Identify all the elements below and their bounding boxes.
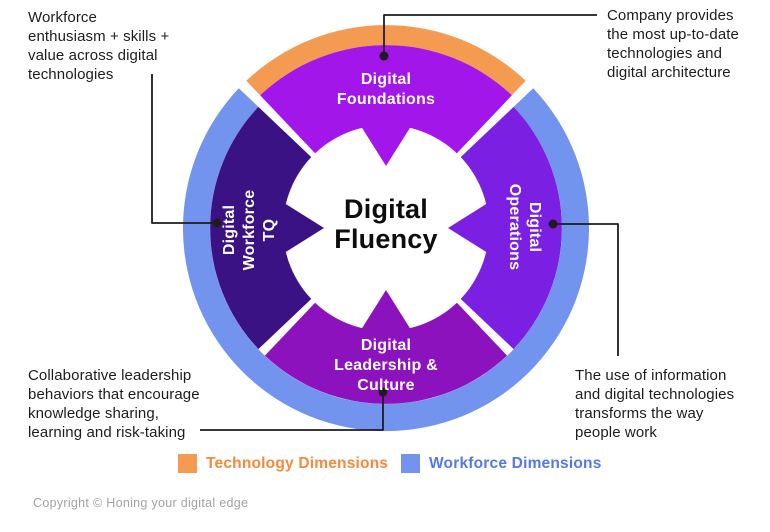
connector-right-dot [548,219,558,229]
legend-workforce: Workforce Dimensions [401,454,602,473]
connector-top-line [383,14,597,56]
arrow-right-icon [448,199,495,257]
segment-label-foundations: Digital Foundations [336,71,436,108]
connector-top-left-dot [212,218,222,228]
legend-workforce-label: Workforce Dimensions [429,454,602,472]
arrow-bottom-icon [357,290,415,337]
connector-top-left-line [151,74,217,224]
connector-bottom-dot [378,387,388,397]
connector-top-dot [379,51,389,61]
copyright-text: Copyright © Honing your digital edge [33,496,249,510]
legend-technology: Technology Dimensions [178,454,388,473]
center-circle [283,125,489,331]
annotation-workforce-tq: Workforce enthusiasm + skills + value ac… [28,9,170,83]
arrow-top-icon [357,119,415,166]
technology-ring-arc [246,25,526,96]
legend-technology-label: Technology Dimensions [206,454,389,472]
workforce-ring-arc [182,88,589,432]
segment-label-operations: Digital Operations [506,183,543,271]
arrow-left-icon [277,199,324,257]
annotation-leadership: Collaborative leadership behaviors that … [28,367,200,441]
technology-swatch-icon [178,454,197,473]
segment-label-workforce-tq: Digital Workforce TQ [221,189,278,271]
segment-label-leadership: Digital Leadership & Culture [334,337,438,394]
workforce-swatch-icon [401,454,420,473]
center-title: Digital Fluency [334,194,438,254]
connector-bottom-line [200,392,384,431]
annotation-foundations: Company provides the most up-to-date tec… [607,7,739,81]
annotation-operations: The use of information and digital techn… [575,367,735,441]
connector-right-line [553,223,619,356]
